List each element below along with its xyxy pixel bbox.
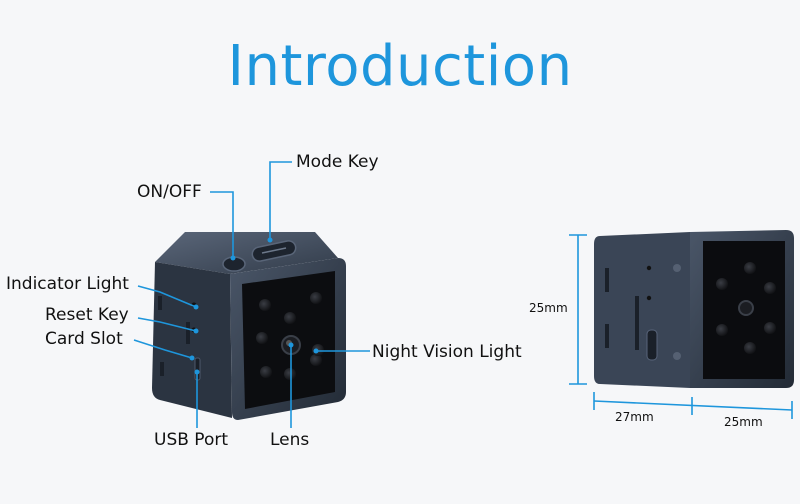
label-indicator-light: Indicator Light	[6, 274, 129, 294]
label-on-off: ON/OFF	[137, 182, 202, 202]
ir-led-array-right	[716, 262, 776, 354]
camera-right-view	[594, 230, 794, 388]
dimension-depth: 27mm	[615, 410, 654, 424]
label-card-slot: Card Slot	[45, 329, 123, 349]
label-lens: Lens	[270, 430, 310, 450]
ir-led-array	[256, 292, 324, 380]
label-reset-key: Reset Key	[45, 305, 129, 325]
label-usb-port: USB Port	[154, 430, 229, 450]
label-mode-key: Mode Key	[296, 152, 379, 172]
dimension-height: 25mm	[529, 301, 568, 315]
camera-left-view	[152, 232, 346, 420]
page-title: Introduction	[227, 34, 573, 99]
dimension-width: 25mm	[724, 415, 763, 429]
dimension-lines	[569, 234, 793, 419]
callout-lines	[133, 161, 370, 428]
label-night-vision-light: Night Vision Light	[372, 342, 522, 362]
